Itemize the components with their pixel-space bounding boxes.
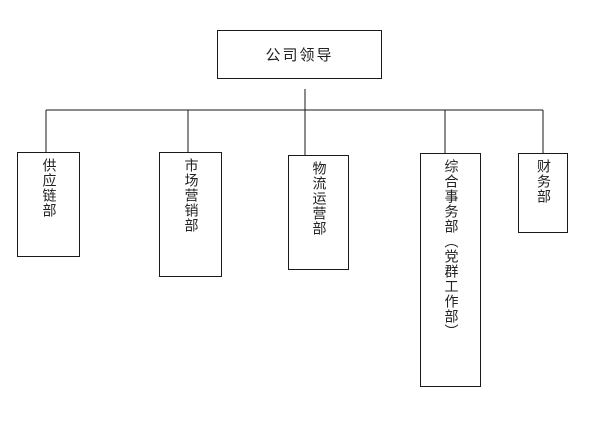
dept-label-logistics: 物流运营部 (310, 161, 327, 236)
dept-box-general-affairs: 综合事务部（党群工作部） (420, 153, 481, 387)
dept-label-supply-chain: 供应链部 (40, 158, 57, 218)
dept-box-logistics: 物流运营部 (288, 155, 349, 270)
dept-label-marketing: 市场营销部 (182, 158, 199, 233)
dept-box-finance: 财务部 (518, 153, 568, 233)
dept-label-finance: 财务部 (535, 159, 551, 204)
dept-box-marketing: 市场营销部 (159, 152, 222, 277)
dept-label-general-affairs: 综合事务部（党群工作部） (442, 159, 459, 339)
dept-box-supply-chain: 供应链部 (17, 152, 80, 257)
company-leadership-box: 公司领导 (217, 30, 382, 79)
company-leadership-label: 公司领导 (265, 46, 334, 64)
